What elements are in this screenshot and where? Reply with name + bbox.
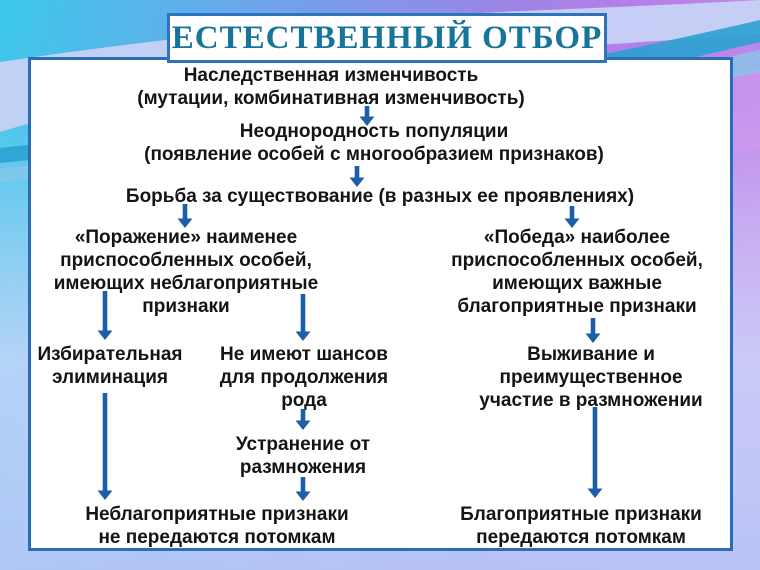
slide-title: ЕСТЕСТВЕННЫЙ ОТБОР	[171, 19, 603, 56]
content-panel	[28, 57, 733, 551]
node-favorable: Благоприятные признаки передаются потомк…	[460, 504, 702, 548]
node-survival: Выживание и преимущественное участие в р…	[479, 344, 703, 411]
node-defeat: «Поражение» наименее приспособленных осо…	[53, 227, 319, 317]
node-elimination: Избирательная элиминация	[37, 344, 183, 388]
node-removal: Устранение от размножения	[235, 434, 371, 478]
node-victory: «Победа» наиболее приспособленных особей…	[451, 227, 703, 317]
node-heterogeneity: Неоднородность популяции (появление особ…	[144, 121, 604, 165]
node-unfavorable: Неблагоприятные признаки не передаются п…	[85, 504, 349, 548]
title-box: ЕСТЕСТВЕННЫЙ ОТБОР	[167, 13, 607, 63]
node-struggle: Борьба за существование (в разных ее про…	[125, 186, 635, 207]
node-no-chance: Не имеют шансов для продолжения рода	[219, 344, 389, 411]
node-heredity: Наследственная изменчивость (мутации, ко…	[137, 65, 525, 109]
